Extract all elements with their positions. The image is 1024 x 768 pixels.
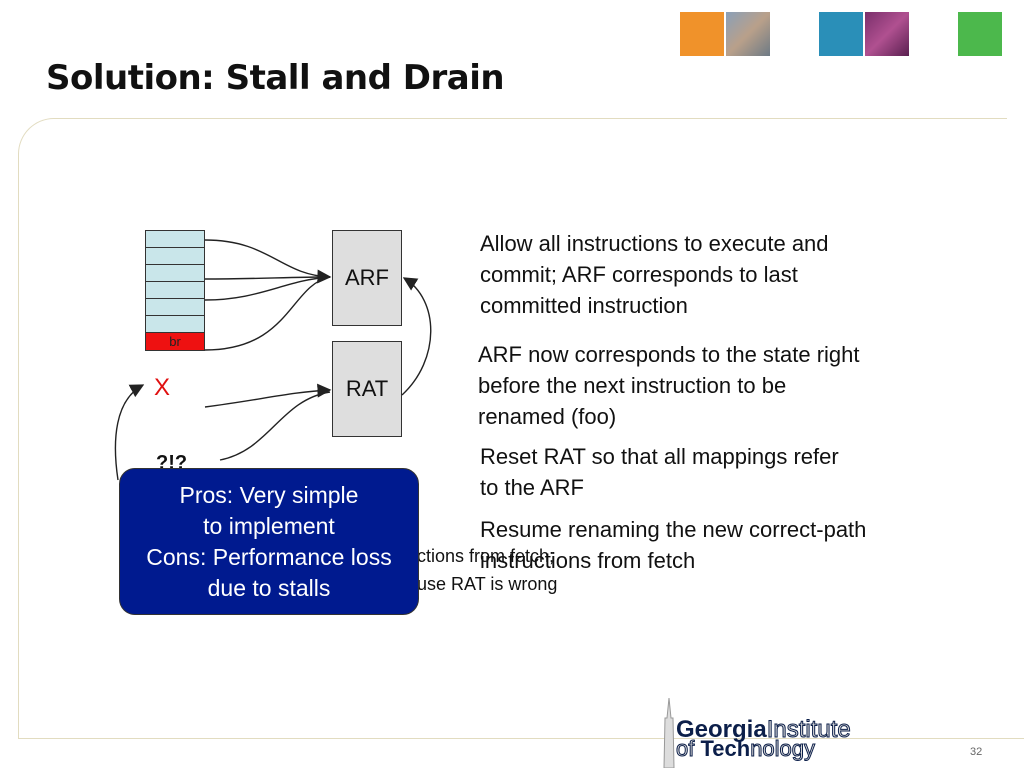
rob-entry xyxy=(145,247,205,264)
callout-line: Cons: Performance loss xyxy=(120,542,418,573)
slide-title: Solution: Stall and Drain xyxy=(46,58,504,98)
callout-line: due to stalls xyxy=(120,573,418,604)
rob-entry xyxy=(145,264,205,281)
callout-line: to implement xyxy=(120,511,418,542)
reorder-buffer: br xyxy=(145,230,205,351)
header-photo-orange xyxy=(680,12,724,56)
step-text: Resume renaming the new correct-path ins… xyxy=(480,514,882,576)
step-text: ARF now corresponds to the state right b… xyxy=(478,339,870,432)
header-photo-circuit xyxy=(865,12,909,56)
page-number: 32 xyxy=(970,746,982,758)
logo-row-2: of Technology xyxy=(676,736,815,762)
footer-divider xyxy=(18,738,1024,739)
header-photo-building xyxy=(726,12,770,56)
rob-entry xyxy=(145,281,205,298)
step-text: Reset RAT so that all mappings refer to … xyxy=(480,441,850,503)
squash-x-mark: X xyxy=(154,374,170,402)
logo-word: Tech xyxy=(700,736,750,761)
tower-logo-icon xyxy=(662,698,676,768)
logo-word: of xyxy=(676,736,700,761)
rob-branch-entry: br xyxy=(145,332,205,351)
rob-entry xyxy=(145,230,205,247)
callout-line: Pros: Very simple xyxy=(120,480,418,511)
occluded-text-line: use RAT is wrong xyxy=(417,574,557,595)
header-photo-green xyxy=(958,12,1002,56)
header-photo-blue xyxy=(819,12,863,56)
arf-box: ARF xyxy=(332,230,402,326)
logo-word: nology xyxy=(750,736,815,761)
step-text: Allow all instructions to execute and co… xyxy=(480,228,890,321)
rob-entry xyxy=(145,298,205,315)
rob-entry xyxy=(145,315,205,332)
rat-box: RAT xyxy=(332,341,402,437)
pros-cons-callout: Pros: Very simple to implement Cons: Per… xyxy=(119,468,419,615)
